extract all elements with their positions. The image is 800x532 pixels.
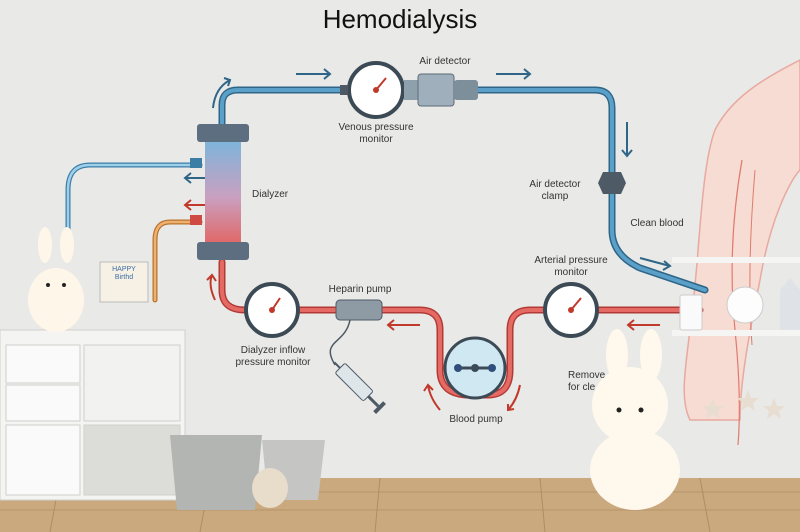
birthday-card xyxy=(99,261,149,303)
clean-blood-label: Clean blood xyxy=(630,218,684,229)
white-dresser xyxy=(0,329,186,501)
venous-pressure-gauge xyxy=(340,61,405,119)
diagram-title: Hemodialysis xyxy=(322,4,478,34)
star-garland xyxy=(702,390,785,419)
air-detector-label: Air detector xyxy=(419,56,471,67)
storage-baskets xyxy=(170,435,325,510)
dialyzer-inflow-gauge xyxy=(244,282,300,338)
bunny-lamp-small xyxy=(28,227,84,332)
air-detector-device xyxy=(404,73,478,107)
dialyzer-label: Dialyzer xyxy=(252,189,289,200)
wall-shelf xyxy=(672,257,800,336)
air-detector-clamp-label: Air detector clamp xyxy=(529,179,581,202)
dialyzer xyxy=(190,124,249,260)
removed-blood-label: Remove for cle xyxy=(568,370,606,393)
arterial-pressure-monitor-label: Arterial pressure monitor xyxy=(534,255,608,278)
birthday-card-text: HAPPY Birthd xyxy=(112,266,136,281)
dialyzer-inflow-pressure-monitor-label: Dialyzer inflow pressure monitor xyxy=(235,345,311,368)
venous-line xyxy=(218,86,709,294)
bunny-lamp-large xyxy=(590,329,680,510)
arterial-pressure-gauge xyxy=(543,282,599,338)
dialysate-lines xyxy=(65,162,203,303)
heparin-pump-device xyxy=(329,299,386,414)
flow-arrows xyxy=(183,68,672,412)
heparin-pump-label: Heparin pump xyxy=(328,284,392,295)
venous-pressure-monitor-label: Venous pressure monitor xyxy=(338,122,414,145)
blood-pump-device xyxy=(443,336,507,400)
air-detector-clamp-device xyxy=(598,172,626,194)
blood-pump-label: Blood pump xyxy=(449,414,503,425)
